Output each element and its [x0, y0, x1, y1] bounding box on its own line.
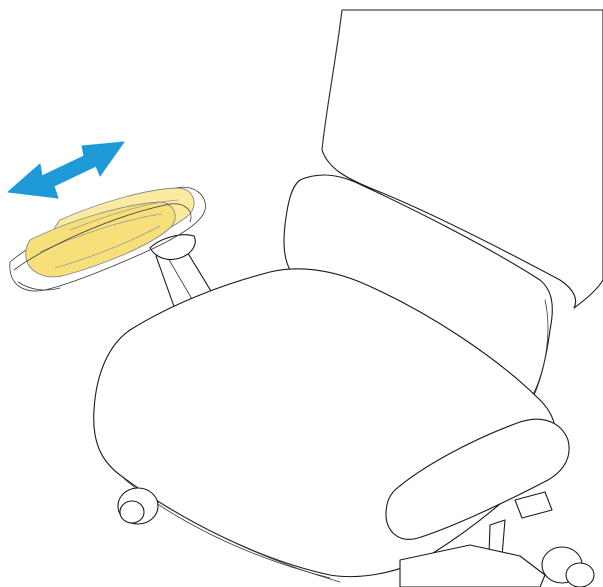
caster-left: [118, 488, 158, 524]
armrest-pad-front: [26, 202, 175, 277]
caster-left-hub: [120, 501, 144, 523]
right-arm-bracket: [515, 492, 552, 518]
adjustment-arrow: [8, 142, 124, 198]
caster-right: [542, 547, 594, 587]
caster-right-hub: [566, 563, 594, 587]
double-headed-arrow-icon: [8, 142, 124, 198]
